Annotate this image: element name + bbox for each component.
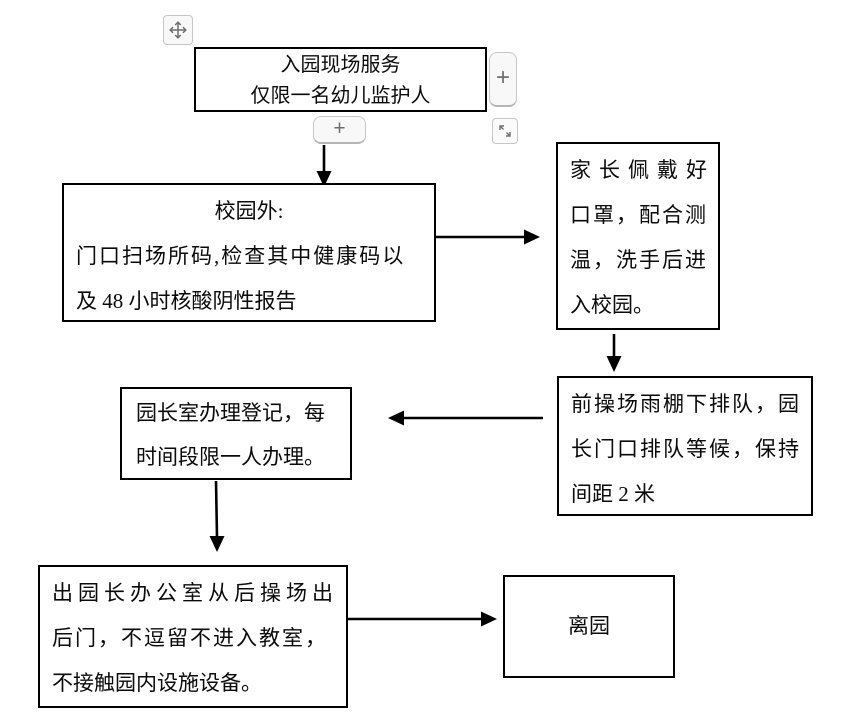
arrowhead-register-to-exit <box>209 536 225 552</box>
add-shape-bottom-button[interactable]: + <box>313 116 366 144</box>
arrow-register-to-exit <box>214 480 219 538</box>
box-text-line: 入园现场服务 <box>280 54 401 76</box>
arrowhead-queue-to-register <box>388 410 404 426</box>
flow-box-leave[interactable]: 离园 <box>503 575 675 678</box>
plus-icon: + <box>333 117 346 140</box>
flow-box-entry-service[interactable]: 入园现场服务 仅限一名幼儿监护人 <box>194 47 487 112</box>
box-text-line: 门口扫场所码,检查其中健康码以 <box>76 244 406 268</box>
box-text-line: 口罩，配合测 <box>570 203 708 227</box>
arrowhead-parent-to-queue <box>606 356 622 372</box>
add-shape-right-button[interactable]: + <box>489 52 517 107</box>
box-text-line: 时间段限一人办理。 <box>136 445 325 469</box>
box-text-line: 家长佩戴好 <box>570 158 715 182</box>
box-text-line: 后门，不逗留不进入教室， <box>52 626 328 650</box>
expand-diagonal-icon <box>496 122 514 140</box>
move-arrows-icon <box>167 19 189 41</box>
arrowhead-outside-to-parent <box>524 229 540 245</box>
move-handle-button[interactable] <box>163 15 193 45</box>
box-text-line: 仅限一名幼儿监护人 <box>250 85 431 107</box>
box-text-line: 长门口排队等候，保持 <box>571 437 801 461</box>
flow-box-exit-backdoor[interactable]: 出园长办公室从后操场出 后门，不逗留不进入教室， 不接触园内设施设备。 <box>38 565 348 708</box>
box-text-line: 不接触园内设施设备。 <box>52 671 262 695</box>
box-text-line: 入校园。 <box>570 293 654 317</box>
box-text-line: 出园长办公室从后操场出 <box>52 581 338 605</box>
box-text-line: 及 48 小时核酸阴性报告 <box>76 289 297 313</box>
box-text-line: 校园外: <box>214 199 284 223</box>
arrowhead-exit-to-leave <box>481 611 497 627</box>
flow-box-queue-playground[interactable]: 前操场雨棚下排队，园 长门口排队等候，保持 间距 2 米 <box>557 376 813 516</box>
box-text-line: 间距 2 米 <box>571 482 655 506</box>
box-text-line: 温，洗手后进 <box>570 248 708 272</box>
flow-box-register-office[interactable]: 园长室办理登记，每 时间段限一人办理。 <box>120 387 352 480</box>
flow-box-outside-campus[interactable]: 校园外: 门口扫场所码,检查其中健康码以 及 48 小时核酸阴性报告 <box>62 183 436 322</box>
plus-icon: + <box>495 64 510 91</box>
box-text-line: 前操场雨棚下排队，园 <box>571 392 801 416</box>
box-text-line: 园长室办理登记，每 <box>136 401 325 425</box>
box-text-line: 离园 <box>568 614 610 638</box>
flow-box-parent-mask[interactable]: 家长佩戴好 口罩，配合测 温，洗手后进 入校园。 <box>556 142 720 330</box>
resize-handle-button[interactable] <box>492 118 518 144</box>
